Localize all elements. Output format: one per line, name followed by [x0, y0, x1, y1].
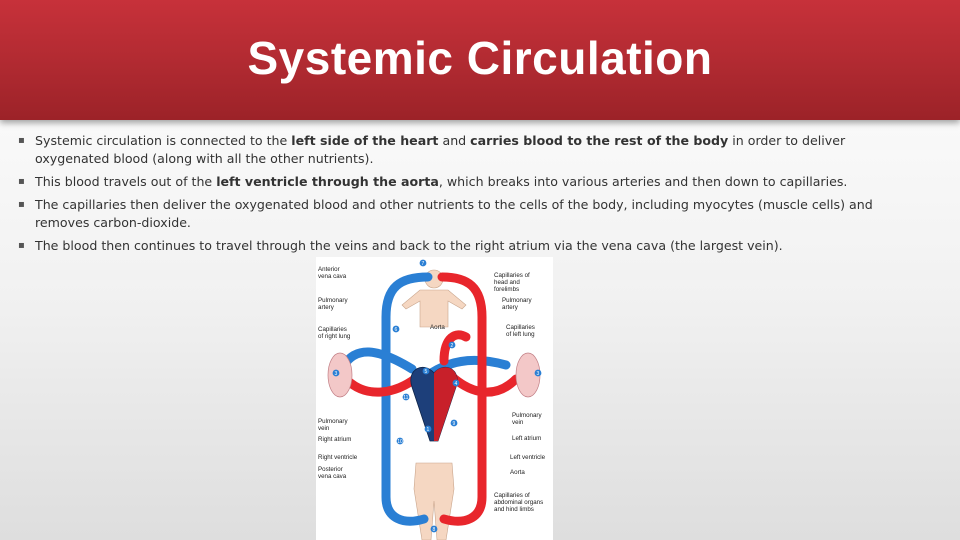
label-posterior-vena-cava: Posterior	[318, 466, 343, 473]
bullet-item-4: ▪ The blood then continues to travel thr…	[18, 237, 918, 255]
bullet-marker: ▪	[18, 176, 25, 187]
bullet-text: in order to deliver oxygenated blood (al…	[35, 133, 846, 166]
lung-right	[327, 352, 353, 398]
label-aorta: Aorta	[430, 324, 445, 331]
label-capillaries-head: Capillaries of	[494, 272, 530, 279]
marker-4: 4	[455, 381, 458, 387]
bullet-text: , which breaks into various arteries and…	[438, 174, 848, 189]
bullet-marker: ▪	[18, 240, 25, 251]
bullet-item-3: ▪ The capillaries then deliver the oxyge…	[18, 196, 918, 232]
marker-3: 3	[537, 371, 540, 377]
label-aorta: Aorta	[510, 469, 525, 476]
label-capillaries-left-lung: Capillaries	[506, 324, 535, 331]
label-capillaries-abdominal: Capillaries of	[494, 492, 530, 499]
label-pulmonary-vein: Pulmonary	[512, 412, 542, 419]
bullet-keyword: left side of the heart	[291, 133, 439, 148]
marker-10: 10	[397, 439, 403, 445]
title-bar	[0, 0, 960, 120]
marker-9: 9	[453, 421, 456, 427]
bullet-item-1: ▪ Systemic circulation is connected to t…	[18, 132, 918, 168]
bullet-text: This blood travels out of the	[35, 174, 217, 189]
bullet-list: ▪ Systemic circulation is connected to t…	[18, 132, 918, 260]
marker-3: 3	[335, 371, 338, 377]
marker-11: 11	[403, 395, 408, 401]
bullet-text: and	[438, 133, 471, 148]
slide-title: Systemic Circulation	[247, 32, 713, 84]
bullet-keyword: carries blood to the rest of the body	[470, 133, 729, 148]
label-pulmonary-artery: Pulmonary	[502, 297, 532, 304]
label-right-ventricle: Right ventricle	[318, 454, 358, 461]
diagram-markers: 7 6 2 3 5 3 4 11 1 10 9 8	[332, 259, 542, 533]
bullet-keyword: left ventricle through the aorta	[216, 174, 439, 189]
marker-7: 7	[422, 261, 425, 267]
heart	[410, 367, 458, 442]
marker-6: 6	[395, 327, 398, 333]
label-right-atrium: Right atrium	[318, 436, 351, 443]
bullet-marker: ▪	[18, 199, 25, 210]
bullet-item-2: ▪ This blood travels out of the left ven…	[18, 173, 918, 191]
label-anterior-vena-cava: Anterior	[318, 266, 340, 273]
label-left-atrium: Left atrium	[512, 435, 541, 442]
marker-2: 2	[451, 343, 454, 349]
marker-1: 1	[427, 427, 430, 433]
marker-8: 8	[433, 527, 436, 533]
label-pulmonary-vein: Pulmonary	[318, 418, 348, 425]
bullet-text: Systemic circulation is connected to the	[35, 133, 292, 148]
bullet-text: The blood then continues to travel throu…	[35, 238, 783, 253]
marker-5: 5	[425, 369, 428, 375]
label-pulmonary-artery: Pulmonary	[318, 297, 348, 304]
bullet-text: The capillaries then deliver the oxygena…	[35, 197, 873, 230]
label-capillaries-right-lung: Capillaries	[318, 326, 347, 333]
bullet-marker: ▪	[18, 135, 25, 146]
label-left-ventricle: Left ventricle	[510, 454, 546, 461]
